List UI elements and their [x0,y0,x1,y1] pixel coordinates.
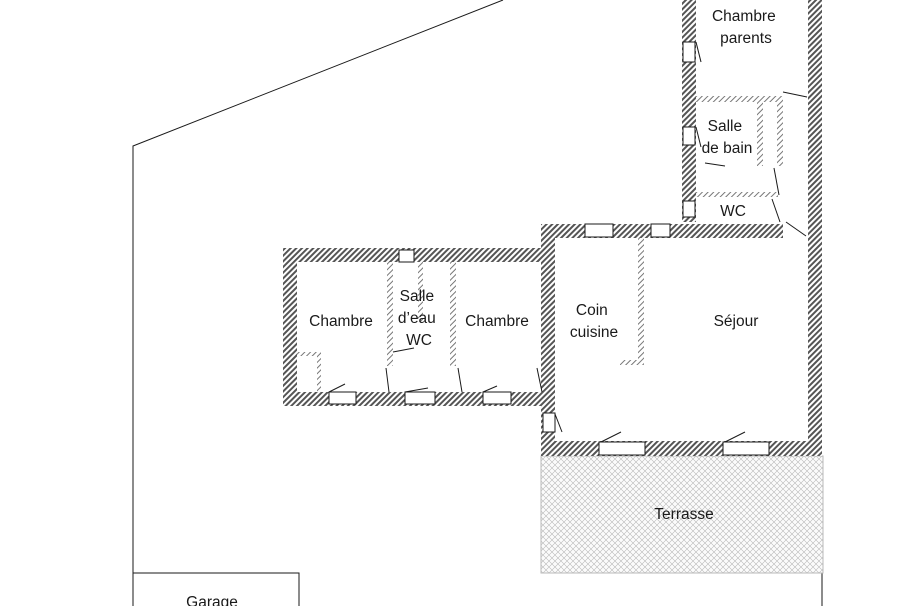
room-label-salle-de-bain: Salle de bain [702,118,753,157]
room-label-chambre-parents: Chambre parents [712,8,780,47]
window [682,200,696,218]
room-label-chambre-mid: Chambre [465,313,529,330]
room-labels: Chambre parents Salle de bain WC Chambre… [186,8,780,606]
room-label-garage: Garage [186,594,238,606]
exterior-walls [283,0,822,456]
window [398,249,415,263]
terrace-area [540,455,824,574]
window [482,391,512,405]
window [404,391,436,405]
window [682,41,696,63]
room-label-salle-deau: Salle d’eau WC [398,288,440,349]
room-label-terrasse: Terrasse [654,506,713,523]
room-label-sejour: Séjour [714,313,759,330]
room-label-chambre-left: Chambre [309,313,373,330]
garage [133,572,300,606]
window [328,391,357,405]
windows [328,41,770,456]
lot-outline [132,0,823,606]
interior-walls [297,96,783,392]
doors [328,41,808,443]
room-label-wc: WC [720,203,746,220]
window [542,412,556,433]
window [722,441,770,456]
window [682,126,696,146]
window [584,223,614,238]
window [650,223,671,238]
room-label-coin-cuisine: Coin cuisine [570,302,618,341]
window [598,441,646,456]
